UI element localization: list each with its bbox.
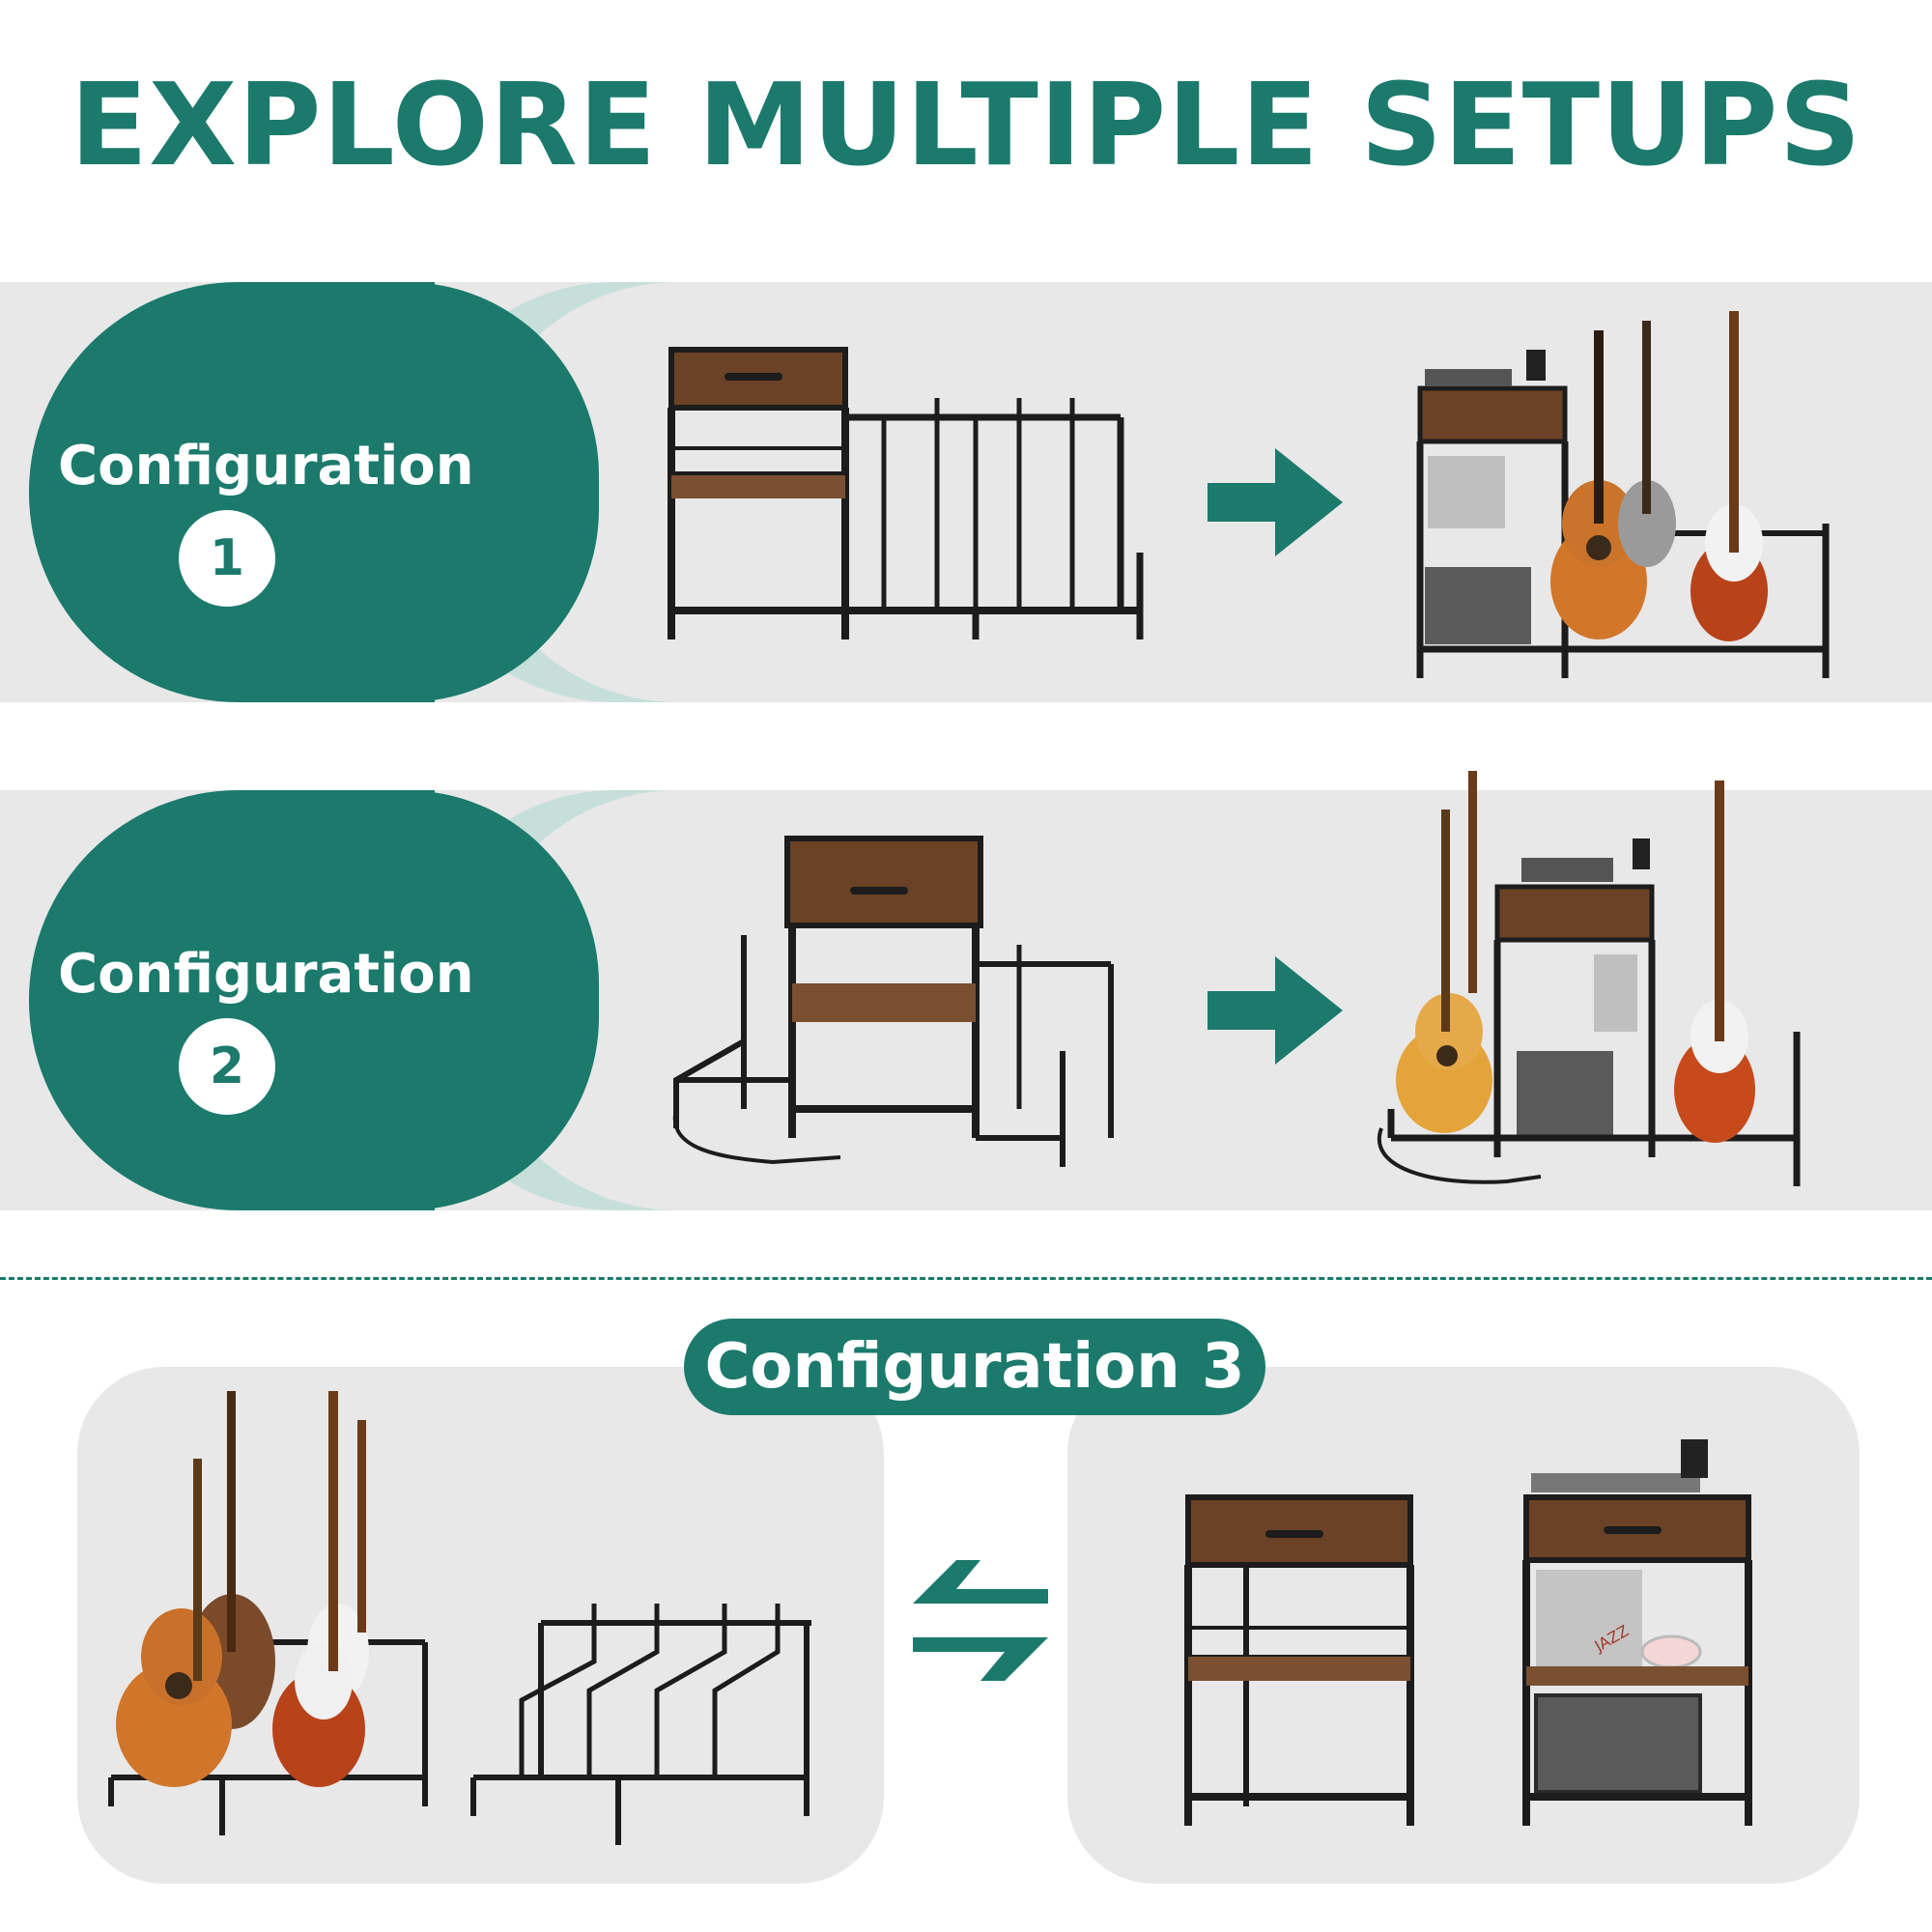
configuration-2-number: 2 [179,1018,275,1115]
configuration-2-arrow-icon [1208,956,1343,1065]
configuration-2-band: Configuration 2 [0,771,1932,1210]
green-pill [29,282,435,702]
configuration-1-number: 1 [179,510,275,607]
guitar-rack-with-guitars-illustration [108,1391,428,1835]
empty-side-table-illustration [1184,1494,1414,1826]
headline: EXPLORE MULTIPLE SETUPS [70,58,1862,191]
green-pill [29,790,435,1210]
section-divider [0,1277,1932,1280]
styled-side-table-illustration: JAZZ [1522,1439,1752,1826]
configuration-2-assembled-illustration [1377,771,1801,1186]
configuration-2-parts-illustration [672,836,1114,1167]
empty-guitar-rack-illustration [470,1604,811,1845]
configuration-1-assembled-illustration [1416,311,1830,678]
swap-arrows-icon [913,1560,1048,1681]
configuration-2-label: Configuration [58,943,474,1006]
configuration-1-arrow-icon [1208,448,1343,556]
configuration-1-label: Configuration [58,435,474,497]
configuration-1-band: Configuration 1 [0,282,1932,702]
configuration-3-badge: Configuration 3 [684,1319,1265,1415]
configuration-1-parts-illustration [668,347,1144,639]
